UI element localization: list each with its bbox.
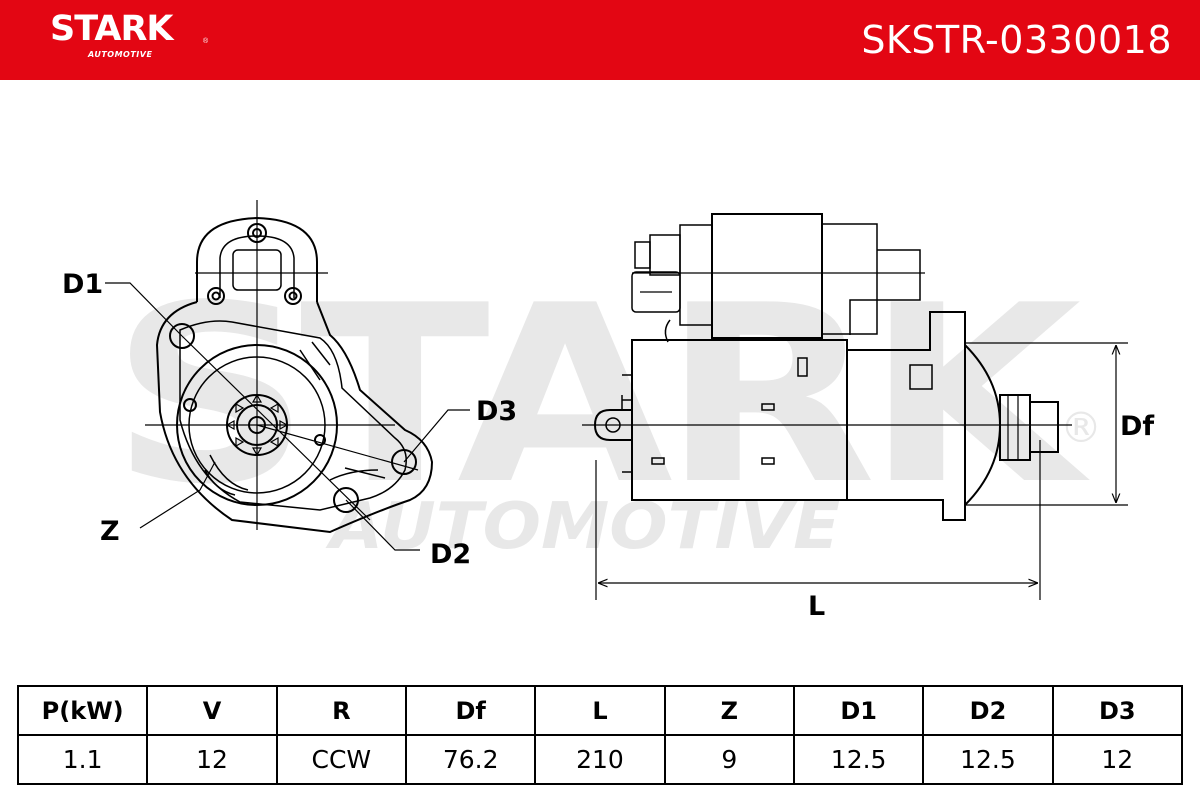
spec-header-cell: P(kW) (16, 685, 149, 736)
spec-value-cell: 210 (534, 734, 666, 785)
front-centerlines (145, 200, 419, 530)
terminal-connector (631, 271, 681, 313)
spec-value-cell: CCW (275, 734, 407, 785)
label-z: Z (100, 516, 120, 547)
label-d3: D3 (476, 396, 517, 427)
flange-outline (155, 301, 434, 534)
spec-value-cell: 1.1 (16, 734, 149, 785)
spec-value-cell: 76.2 (404, 734, 537, 785)
label-d1: D1 (62, 269, 103, 300)
spec-table: P(kW) V R Df L Z D1 D2 D3 1.1 12 CCW 76.… (16, 685, 1184, 785)
spec-header-cell: Z (663, 685, 795, 736)
logo-registered-mark: ® (203, 38, 209, 45)
logo-sub-text: AUTOMOTIVE (88, 50, 153, 59)
spec-value-cell: 12.5 (792, 734, 925, 785)
spec-value-cell: 12 (1051, 734, 1184, 785)
watermark: STARK AUTOMOTIVE ® (110, 253, 1102, 564)
technical-drawing: STARK AUTOMOTIVE ® (62, 200, 1154, 622)
spec-value-cell: 12.5 (922, 734, 1054, 785)
spec-value-cell: 12 (146, 734, 278, 785)
spec-value-row: 1.1 12 CCW 76.2 210 9 12.5 12.5 12 (16, 734, 1184, 785)
d2-hole (333, 487, 359, 513)
spec-header-cell: Df (404, 685, 537, 736)
watermark-sub-text: AUTOMOTIVE (325, 490, 840, 564)
label-df: Df (1120, 411, 1154, 442)
spec-header-cell: L (534, 685, 666, 736)
spec-header-row: P(kW) V R Df L Z D1 D2 D3 (16, 685, 1184, 736)
side-centerlines (582, 272, 1128, 600)
watermark-registered-mark: ® (1060, 403, 1102, 452)
spec-header-cell: D1 (792, 685, 925, 736)
spec-header-cell: V (146, 685, 278, 736)
label-d2: D2 (430, 539, 471, 570)
header-bar: STARK ® AUTOMOTIVE SKSTR-0330018 (0, 0, 1200, 80)
front-leader-lines (105, 282, 470, 551)
product-code: SKSTR-0330018 (861, 18, 1172, 62)
d3-hole (391, 449, 417, 475)
logo-brand-text: STARK (50, 9, 174, 49)
spec-value-cell: 9 (663, 734, 795, 785)
d1-hole (169, 323, 195, 349)
spec-header-cell: D2 (922, 685, 1054, 736)
spec-header-cell: R (275, 685, 407, 736)
drive-end-housing (846, 311, 966, 521)
stark-logo: STARK ® AUTOMOTIVE (50, 9, 208, 59)
spec-header-cell: D3 (1051, 685, 1184, 736)
label-l: L (808, 591, 825, 622)
